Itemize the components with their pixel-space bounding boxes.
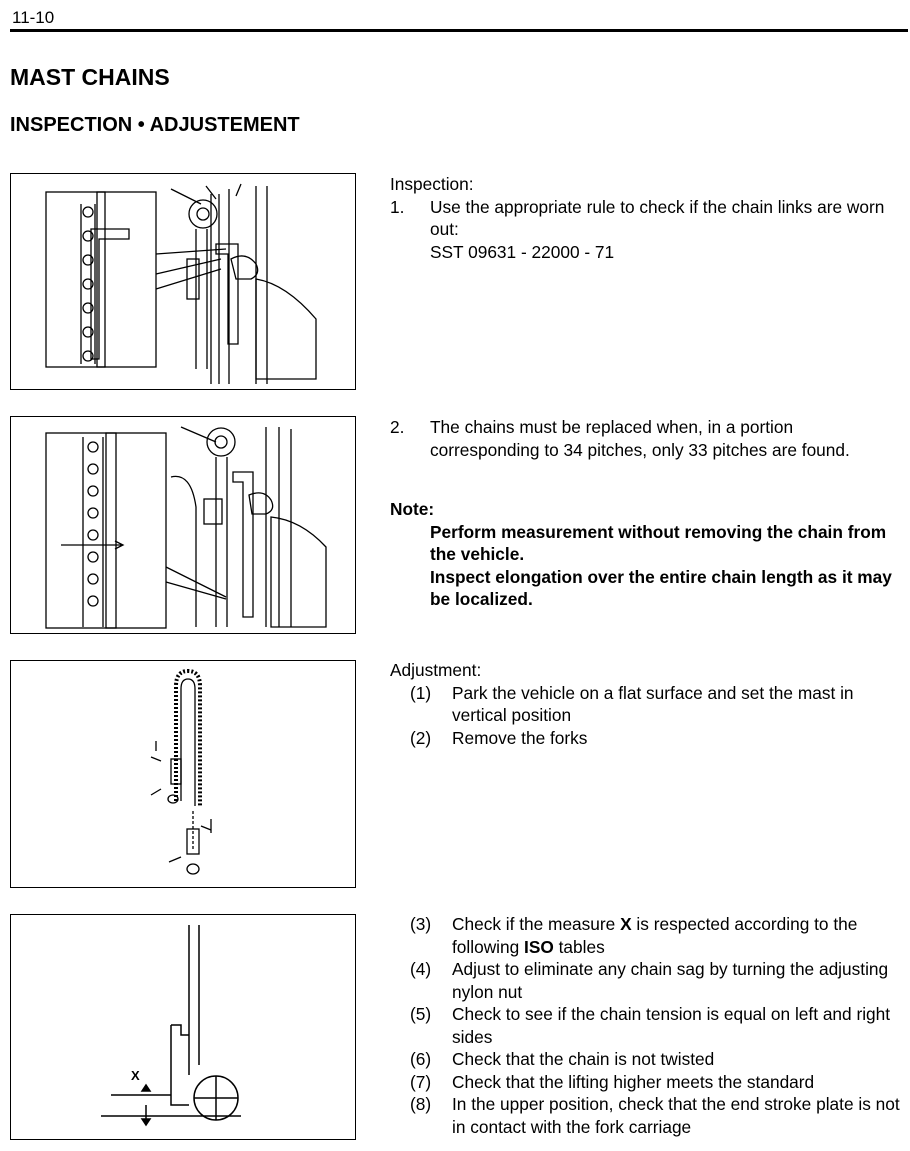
inspection-step1-block: Inspection: 1. Use the appropriate rule … — [390, 173, 905, 263]
list-item: (5) Check to see if the chain tension is… — [390, 1003, 905, 1048]
step-number: 2. — [390, 417, 405, 437]
list-item: (1) Park the vehicle on a flat surface a… — [390, 682, 905, 727]
text-run-bold: ISO — [524, 936, 554, 957]
step-number: (6) — [410, 1049, 432, 1069]
step-number: (1) — [410, 682, 432, 703]
page-subtitle: INSPECTION • ADJUSTEMENT — [10, 114, 300, 136]
list-item: (3) Check if the measure X is respected … — [390, 913, 905, 958]
list-item: 2. The chains must be replaced when, in … — [390, 416, 905, 461]
step-text: Adjust to eliminate any chain sag by tur… — [452, 959, 889, 1002]
adjustment-heading: Adjustment: — [390, 660, 482, 680]
list-item: (7) Check that the lifting higher meets … — [390, 1071, 905, 1094]
step-text: Check to see if the chain tension is equ… — [452, 1004, 891, 1047]
figure-fork-removal-parts — [10, 660, 356, 888]
text-run-bold: X — [620, 914, 632, 934]
step-text: Remove the forks — [452, 727, 588, 748]
header-rule — [10, 29, 908, 32]
step-text: Park the vehicle on a flat surface and s… — [452, 682, 854, 726]
sst-number: SST 09631 - 22000 - 71 — [430, 241, 615, 262]
step-number: (5) — [410, 1004, 432, 1024]
step-number: (8) — [410, 1094, 432, 1114]
step-text: In the upper position, check that the en… — [452, 1094, 900, 1137]
list-item: (2) Remove the forks — [390, 727, 905, 750]
figure-measure-x: X — [10, 914, 356, 1140]
text-run: Check if the measure — [452, 914, 621, 934]
page-number: 11-10 — [12, 8, 55, 27]
adjustment-block-continued: (3) Check if the measure X is respected … — [390, 913, 905, 1138]
list-item: (4) Adjust to eliminate any chain sag by… — [390, 958, 905, 1003]
step-number: (2) — [410, 727, 432, 748]
step-number: (3) — [410, 914, 432, 934]
list-item: (6) Check that the chain is not twisted — [390, 1048, 905, 1071]
adjustment-block: Adjustment: (1) Park the vehicle on a fl… — [390, 659, 905, 749]
step-text: Check if the measure X is respected acco… — [452, 913, 905, 958]
step-number: (4) — [410, 959, 432, 979]
figure-chain-pitch-measurement — [10, 416, 356, 634]
note-line: Perform measurement without removing the… — [430, 521, 887, 565]
step-text: Use the appropriate rule to check if the… — [430, 196, 885, 240]
note-block: Note: Perform measurement without removi… — [390, 498, 905, 611]
note-line: Inspect elongation over the entire chain… — [430, 566, 892, 610]
measure-x-label: X — [131, 1068, 140, 1083]
inspection-heading: Inspection: — [390, 174, 474, 194]
inspection-step2-block: 2. The chains must be replaced when, in … — [390, 416, 905, 461]
step-text: The chains must be replaced when, in a p… — [430, 417, 850, 460]
note-heading: Note: — [390, 499, 435, 519]
text-run: is respected according to the following — [452, 914, 858, 957]
step-number: 1. — [390, 196, 405, 217]
step-text: Check that the chain is not twisted — [452, 1049, 715, 1069]
chain-links-closeup — [82, 437, 104, 627]
list-item: 1. Use the appropriate rule to check if … — [390, 196, 905, 264]
list-item: (8) In the upper position, check that th… — [390, 1093, 905, 1138]
page-title: MAST CHAINS — [10, 64, 170, 90]
step-text: Check that the lifting higher meets the … — [452, 1071, 815, 1092]
chain-links-closeup — [80, 204, 96, 364]
figure-chain-rule-check — [10, 173, 356, 390]
step-number: (7) — [410, 1071, 432, 1092]
text-run: tables — [553, 936, 605, 957]
